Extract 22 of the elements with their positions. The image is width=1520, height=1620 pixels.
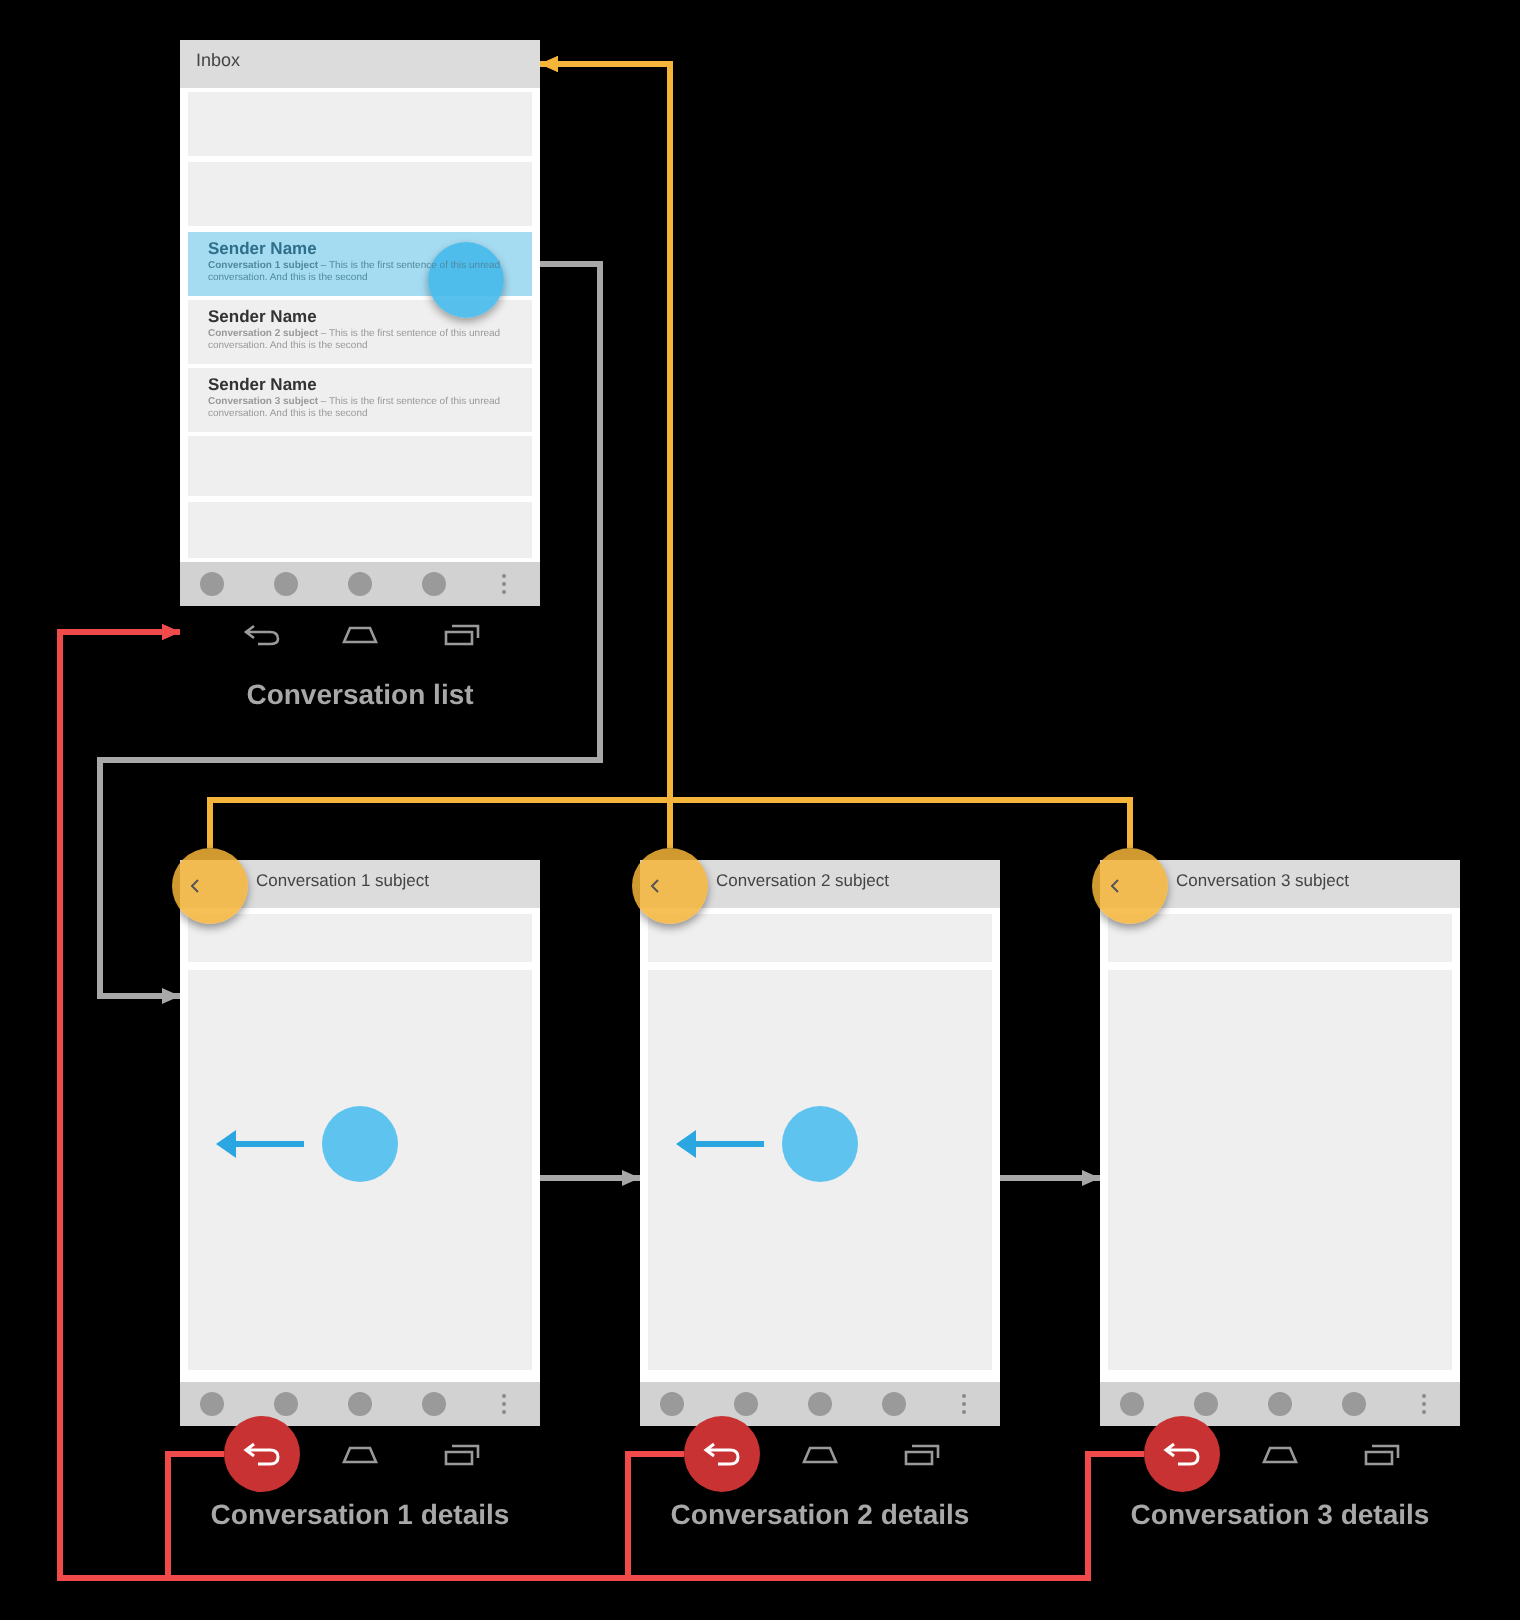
screen-caption: Conversation 2 details (668, 1498, 972, 1530)
screen-title: Conversation 2 subject (716, 870, 889, 890)
sender-name: Sender Name (208, 238, 319, 258)
screen-title: Conversation 3 subject (1176, 870, 1349, 890)
screen-title: Conversation 1 subject (256, 870, 429, 890)
back-button (684, 1416, 760, 1492)
up-button-highlight (632, 848, 708, 924)
up-button-highlight (172, 848, 248, 924)
sender-name: Sender Name (208, 306, 319, 326)
screen-caption: Conversation 1 details (208, 1498, 512, 1530)
sender-name: Sender Name (208, 374, 319, 394)
up-button-highlight (1092, 848, 1168, 924)
screen-title: Inbox (196, 50, 241, 70)
list-row (188, 300, 532, 364)
arrow (1000, 1170, 1100, 1186)
screen-caption: Conversation list (244, 678, 476, 710)
arrow (97, 261, 603, 1004)
screen-caption: Conversation 3 details (1128, 1498, 1432, 1530)
back-button (224, 1416, 300, 1492)
arrow (57, 624, 1144, 1581)
back-button (1144, 1416, 1220, 1492)
arrow (540, 1170, 640, 1186)
